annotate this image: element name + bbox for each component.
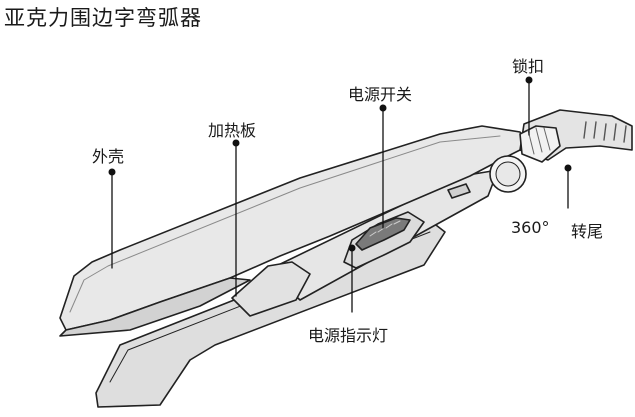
inner-arm-slot bbox=[447, 183, 471, 199]
label-shell: 外壳 bbox=[92, 147, 125, 166]
label-swivel-degree: 360° bbox=[511, 218, 550, 237]
label-power-switch: 电源开关 bbox=[348, 85, 413, 104]
label-heating-plate: 加热板 bbox=[208, 121, 257, 140]
shell-underside bbox=[59, 277, 251, 337]
label-lock: 锁扣 bbox=[512, 57, 545, 76]
power-switch-slider bbox=[355, 217, 411, 251]
upper-shell-highlight bbox=[69, 135, 501, 313]
leader-lines bbox=[111, 79, 569, 313]
diagram-title: 亚克力围边字弯弧器 bbox=[4, 6, 202, 30]
label-swivel: 转尾 bbox=[571, 222, 604, 241]
lower-plate-bevel bbox=[97, 359, 191, 408]
cord-ribs bbox=[583, 121, 627, 143]
upper-plate bbox=[231, 261, 311, 317]
leader-dots bbox=[108, 76, 572, 252]
label-power-indicator: 电源指示灯 bbox=[308, 326, 389, 345]
